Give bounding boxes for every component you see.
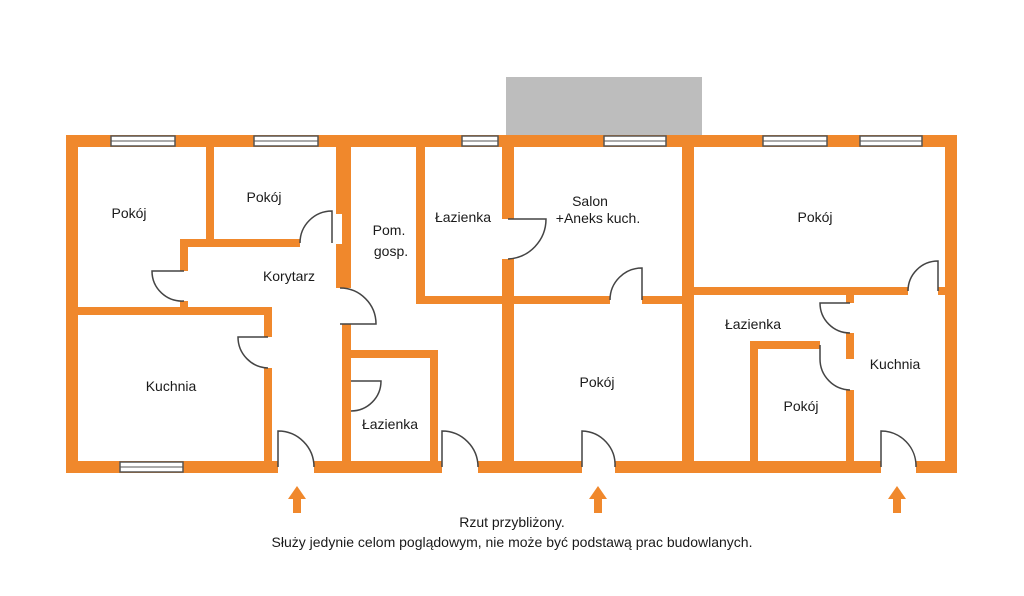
disclaimer-text: Służy jedynie celom poglądowym, nie może… [271,534,753,550]
room-label: Korytarz [263,268,315,284]
room-label: Pokój [111,205,146,221]
balcony [506,77,702,137]
door-swing [299,210,333,244]
door-swing [609,267,643,301]
door-swing [151,270,185,302]
door-swing [819,302,851,334]
door-swing [907,260,939,292]
door-swing [819,345,851,391]
disclaimer-title: Rzut przybliżony. [459,514,565,530]
room-label: gosp. [374,243,408,259]
room-label: Łazienka [362,416,418,432]
entry-arrow-icon [589,486,607,513]
room-label: Pokój [783,398,818,414]
room-label: Kuchnia [870,356,921,372]
room-label: Pom. [373,222,406,238]
room-label: Łazienka [435,209,491,225]
entry-arrows [288,486,906,513]
entry-arrow-icon [888,486,906,513]
room-labels: Pokój Pokój Pom. gosp. Łazienka Salon +A… [111,189,920,432]
door-swing [277,430,315,468]
doors [151,210,939,468]
room-label: Pokój [797,209,832,225]
door-swing [581,430,616,468]
door-swing [237,336,269,369]
door-swing [441,430,479,468]
door-swing [507,218,547,260]
door-swing [339,287,377,325]
room-label: Łazienka [725,316,781,332]
room-label: Salon [572,193,608,209]
room-label: Pokój [246,189,281,205]
entry-arrow-icon [288,486,306,513]
room-label: Pokój [579,374,614,390]
door-swing [880,430,917,468]
room-label: Kuchnia [146,378,197,394]
interior-walls [66,147,950,461]
room-label: +Aneks kuch. [556,210,640,226]
door-swing [350,380,382,412]
